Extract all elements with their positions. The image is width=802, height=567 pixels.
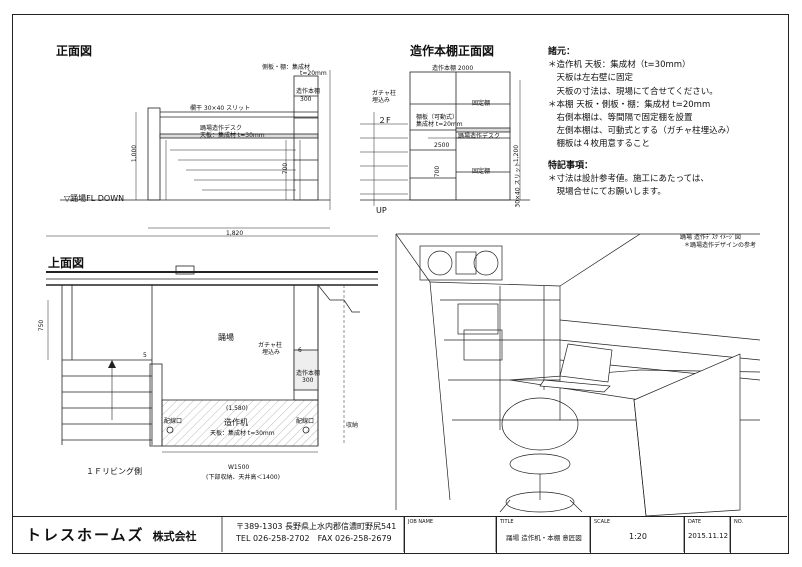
special-line: 現場合せにてお願いします。: [548, 187, 666, 198]
gacha-embed: 埋込み: [372, 97, 391, 104]
dim-1580: (1,580): [226, 405, 248, 412]
perspective-subtitle: ＊踊場造作デザインの参考: [684, 242, 757, 249]
landing-floor-label: ▽踊場FL DOWN: [64, 194, 125, 203]
side-thickness-label: t=20mm: [300, 70, 327, 77]
depth-750: 750: [38, 319, 46, 332]
shelf-height-700: 700: [434, 165, 442, 178]
title-cell: TITLE 踊場 造作机・本棚 意匠図: [496, 517, 591, 553]
shelf-view-drawing: [360, 71, 530, 206]
date-cell: DATE 2015.11.12: [684, 517, 731, 553]
no-label: NO.: [734, 519, 744, 525]
shelf-view-title: 造作本棚正面図: [410, 44, 495, 58]
desk-spec: 天板：集成材 t=30mm: [200, 132, 265, 139]
height-1000: 1,000: [131, 144, 139, 163]
up-label: UP: [376, 206, 387, 215]
plan-view-title: 上面図: [48, 256, 85, 270]
phone-line: TEL 026-258-2702 FAX 026-258-2679: [236, 534, 392, 543]
notes-heading: 諸元：: [548, 47, 576, 57]
width-1500: W1500: [228, 464, 250, 471]
wiring-port-left: 配線口: [164, 418, 183, 425]
company-name: トレスホームズ株式会社: [26, 524, 197, 545]
plan-desk-spec: 天板：集成材 t=30mm: [210, 430, 275, 437]
address-line: 〒389-1303 長野県上水内郡信濃町野尻541: [236, 522, 397, 531]
plan-dim-300: 300: [302, 377, 314, 384]
front-view-drawing: [60, 70, 331, 229]
width-1820: 1,820: [226, 230, 244, 237]
dim-2500: 2500: [434, 142, 450, 149]
step-5: 5: [143, 352, 147, 359]
side-material-label: 側板・棚：集成材: [262, 64, 311, 71]
height-700: 700: [282, 162, 290, 175]
wiring-port-right: 配線口: [296, 418, 315, 425]
special-line: ＊寸法は設計参考値。施工にあたっては、: [548, 173, 709, 184]
date-label: DATE: [688, 519, 702, 525]
scale-cell: SCALE 1:20: [590, 517, 685, 553]
scale-value: 1:20: [629, 532, 647, 541]
desk-label: 踊場造作デスク: [200, 125, 243, 132]
floor-2f-label: ２F: [378, 116, 391, 125]
plan-bookshelf-label: 造作本棚: [296, 370, 321, 377]
title-label: TITLE: [500, 519, 514, 525]
slit-label: 30×40 スリット: [514, 161, 522, 208]
shelf-material: 集成材 t=20mm: [416, 121, 463, 128]
gacha-label: ガチャ柱: [372, 90, 396, 97]
living-side-label: １Ｆリビング側: [86, 467, 142, 476]
bookshelf-label: 造作本棚: [296, 88, 321, 95]
note-line: 左側本棚は、可動式とする（ガチャ柱埋込み）: [548, 126, 735, 137]
storage-label: 収納: [346, 422, 359, 429]
plan-gacha-label: ガチャ柱: [258, 342, 282, 349]
job-name-cell: JOB NAME: [404, 517, 497, 553]
job-name-label: JOB NAME: [408, 519, 434, 525]
perspective-drawing: [395, 233, 761, 517]
shelf-desk-label: 踊場造作デスク: [458, 133, 501, 140]
shelf-top-label: 造作本棚 2000: [432, 65, 474, 72]
title-block: トレスホームズ株式会社 〒389-1303 長野県上水内郡信濃町野尻541 TE…: [12, 516, 787, 553]
company-main: トレスホームズ: [26, 526, 145, 544]
movable-shelf-label: 棚板（可動式）: [416, 114, 459, 121]
plan-desk-label: 造作机: [224, 418, 248, 427]
date-value: 2015.11.12: [687, 532, 729, 540]
note-line: 天板の寸法は、現場にて合せてください。: [548, 86, 718, 97]
fixed-shelf-label-2: 固定棚: [472, 168, 491, 175]
perspective-title: 踊場 造作ﾃﾞｽｸ ｲﾒｰｼﾞ図: [680, 234, 741, 241]
no-cell: NO.: [730, 517, 787, 553]
note-line: ＊造作机 天板：集成材（t=30mm）: [548, 60, 691, 71]
company-suffix: 株式会社: [152, 530, 197, 543]
plan-view-drawing: [46, 235, 378, 453]
special-heading: 特記事項：: [548, 160, 594, 171]
fixed-shelf-label: 固定棚: [472, 100, 491, 107]
front-view-title: 正面図: [56, 44, 93, 58]
scale-label: SCALE: [594, 519, 611, 525]
note-line: 天板は左右壁に固定: [548, 73, 634, 84]
landing-label: 踊場: [218, 333, 234, 342]
shelf-height-1200: 1,200: [513, 144, 521, 163]
note-line: ＊本棚 天板・側板・棚：集成材 t=20mm: [548, 99, 711, 110]
handrail-label: 欄干 30×40 スリット: [190, 105, 251, 112]
company-address: 〒389-1303 長野県上水内郡信濃町野尻541 TEL 026-258-27…: [236, 521, 396, 545]
note-line: 棚板は４枚用意すること: [548, 139, 651, 150]
spec-notes: 諸元： ＊造作机 天板：集成材（t=30mm） 天板は左右壁に固定 天板の寸法は…: [548, 46, 735, 199]
under-storage-label: (下部収納、天井高＜1400): [206, 474, 280, 481]
plan-gacha-embed: 埋込み: [262, 349, 281, 356]
drawing-frame: [12, 14, 789, 554]
note-line: 右側本棚は、等間隔で固定棚を設置: [548, 113, 693, 124]
title-value: 踊場 造作机・本棚 意匠図: [506, 534, 582, 542]
step-6: 6: [298, 347, 302, 354]
dim-300: 300: [300, 96, 312, 103]
